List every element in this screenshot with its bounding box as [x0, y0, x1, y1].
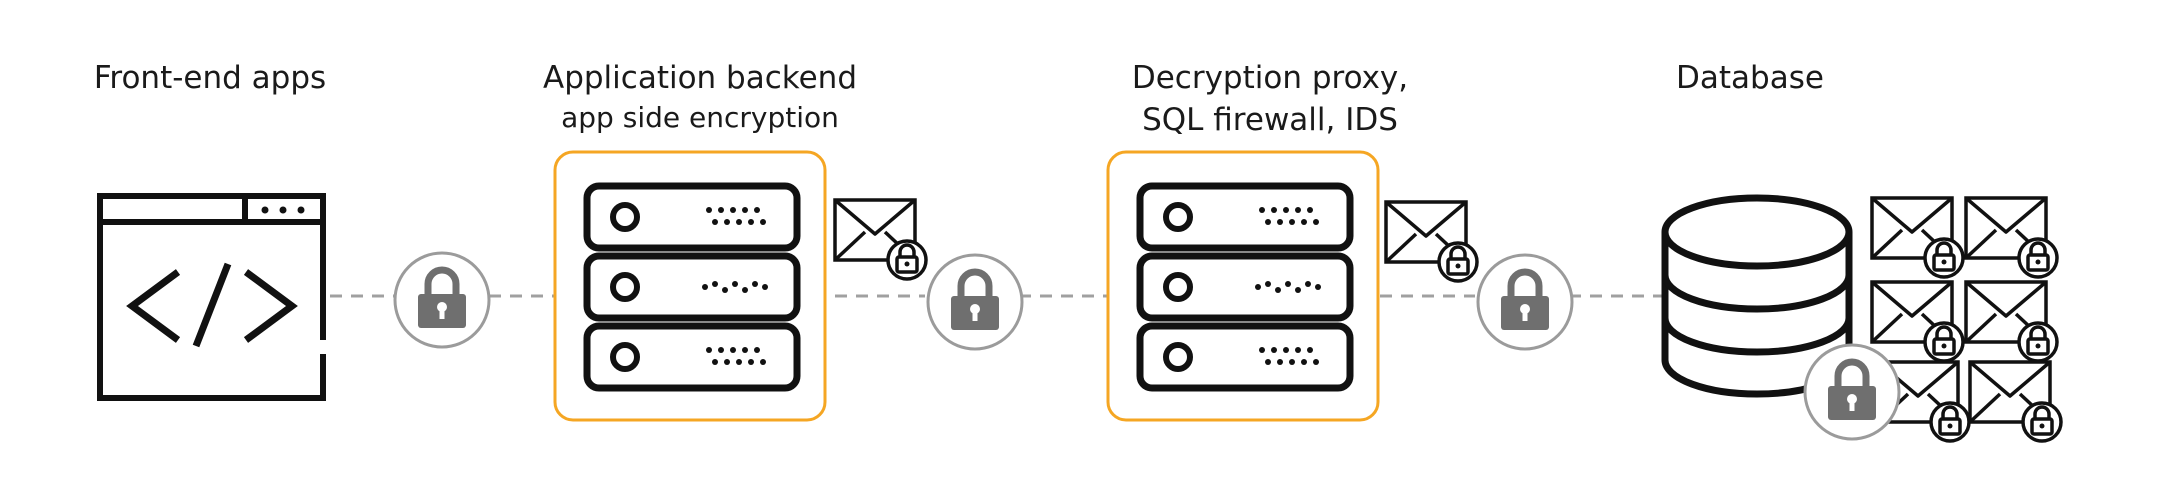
envelope-lock-icon	[1964, 280, 2059, 363]
envelope-lock-icon	[1964, 196, 2059, 279]
server-rack-icon	[587, 186, 797, 388]
envelope-lock-icon	[1870, 280, 1965, 363]
stage-title-proxy: Decryption proxy,	[1131, 60, 1409, 96]
padlock-icon	[1478, 255, 1572, 349]
envelope-lock-icon	[1968, 360, 2063, 443]
stage-title-frontend: Front-end apps	[93, 60, 327, 96]
padlock-icon	[395, 253, 489, 347]
envelope-lock-icon	[833, 198, 928, 281]
code-window-icon	[97, 193, 330, 401]
padlock-icon	[1805, 345, 1899, 439]
padlock-icon	[928, 255, 1022, 349]
stage-title-backend: Application backend	[542, 60, 858, 96]
stage-subtitle-proxy: SQL firewall, IDS	[1142, 102, 1398, 138]
stage-title-database: Database	[1676, 60, 1824, 96]
backend-highlight-frame	[553, 150, 827, 422]
envelope-lock-icon	[1870, 196, 1965, 279]
database-cylinder-icon	[1661, 194, 1853, 398]
envelope-lock-icon	[1384, 200, 1479, 283]
proxy-highlight-frame	[1106, 150, 1380, 422]
server-rack-icon	[1140, 186, 1350, 388]
stage-subtitle-backend: app side encryption	[561, 101, 839, 134]
